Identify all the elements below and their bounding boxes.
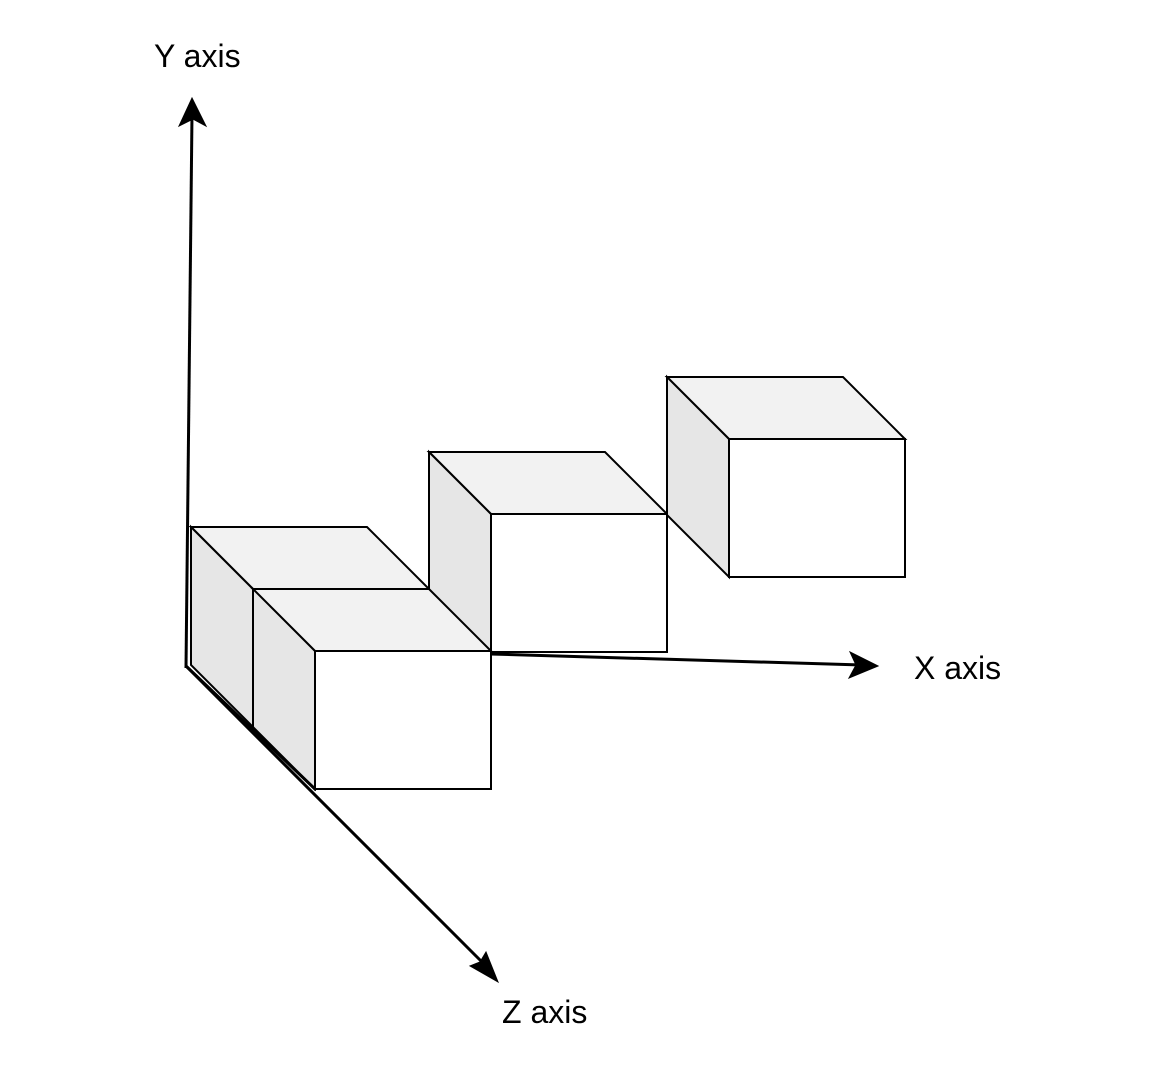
y-axis [177, 96, 208, 669]
y-axis-label: Y axis [154, 38, 241, 74]
x-axis-arrowhead [847, 650, 880, 679]
cube-far-right [664, 374, 908, 580]
z-axis-line [184, 664, 492, 972]
x-axis-label: X axis [914, 650, 1002, 686]
cube-front-origin-front-face [314, 650, 492, 790]
y-axis-line [184, 113, 194, 669]
cube-far-right-front-face [728, 438, 906, 578]
cube-front-origin [250, 586, 494, 792]
z-axis-label: Z axis [502, 994, 588, 1030]
cube-middle-raised [426, 449, 670, 655]
z-axis-overlay-line [184, 664, 318, 792]
z-axis-arrowhead [468, 950, 499, 984]
x-axis [489, 650, 880, 679]
z-axis [184, 664, 499, 984]
y-axis-arrowhead [177, 96, 208, 128]
cube-middle-raised-front-face [490, 513, 668, 653]
x-axis-line [489, 652, 863, 667]
